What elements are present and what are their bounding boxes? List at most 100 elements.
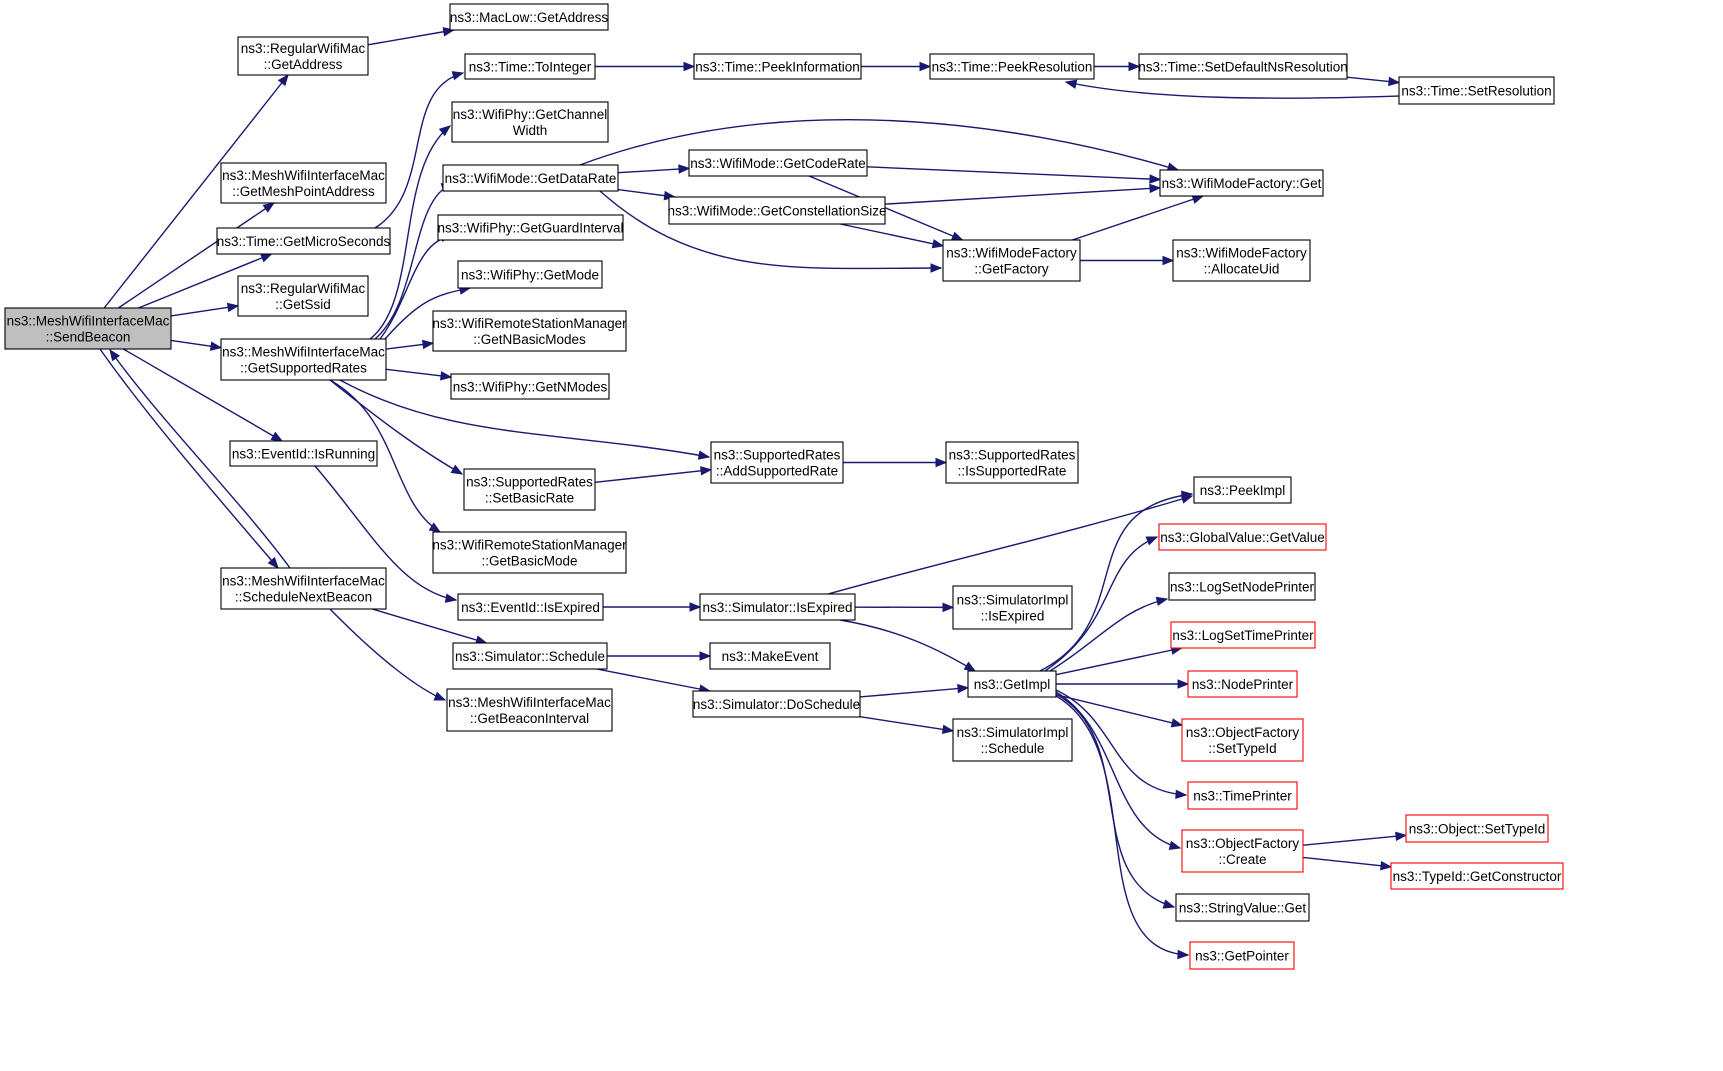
node-box [457, 260, 603, 289]
edge-wifimode_getdatarate-to-wifimode_getconstellationsize [617, 188, 676, 201]
node-wrsm-getnbasicmodes[interactable]: ns3::WifiRemoteStationManager::GetNBasic… [432, 310, 627, 352]
node-label: ns3::PeekImpl [1200, 483, 1286, 498]
node-label: ns3::WifiRemoteStationManager [432, 538, 627, 553]
node-wifimodefactory-allocateuid[interactable]: ns3::WifiModeFactory::AllocateUid [1172, 239, 1311, 282]
node-label: ns3::ObjectFactory [1186, 836, 1300, 851]
node-label: ns3::GetImpl [974, 677, 1051, 692]
node-box [967, 670, 1057, 698]
node-time-getmicroseconds[interactable]: ns3::Time::GetMicroSeconds [216, 227, 391, 255]
node-label: ns3::TypeId::GetConstructor [1393, 869, 1562, 884]
node-sr-addsupportedrate[interactable]: ns3::SupportedRates::AddSupportedRate [710, 441, 844, 484]
node-label: ns3::MeshWifiInterfaceMac [7, 314, 170, 329]
node-time-peekresolution[interactable]: ns3::Time::PeekResolution [929, 53, 1095, 80]
node-wifiphy-getnmodes[interactable]: ns3::WifiPhy::GetNModes [450, 373, 610, 400]
edge-time_getmicroseconds-to-time_tointeger [374, 71, 465, 229]
node-wrsm-getbasicmode[interactable]: ns3::WifiRemoteStationManager::GetBasicM… [432, 531, 627, 574]
node-box [1181, 829, 1304, 873]
node-label: ns3::Time::PeekResolution [932, 60, 1093, 75]
edge-getimpl-to-nodeprinter [1056, 679, 1190, 689]
node-box [668, 196, 886, 225]
node-object-settypeid[interactable]: ns3::Object::SetTypeId [1405, 814, 1549, 843]
edge-mwim_getsupportedrates-to-wifiphy_getchannelwidth [369, 125, 452, 340]
node-box [451, 101, 609, 143]
edge-simulator_isexpired-to-getimpl [839, 619, 977, 672]
node-label: ns3::MacLow::GetAddress [450, 10, 609, 25]
node-box [220, 338, 387, 381]
edge-mwim_schedulenextbeacon-to-simulator_schedule [372, 608, 488, 645]
node-wifiphy-getguardinterval[interactable]: ns3::WifiPhy::GetGuardInterval [437, 214, 624, 241]
node-box [457, 593, 604, 621]
node-objectfactory-settypeid[interactable]: ns3::ObjectFactory::SetTypeId [1181, 718, 1304, 762]
node-typeid-getconstructor[interactable]: ns3::TypeId::GetConstructor [1390, 862, 1564, 890]
node-mwim-getmeshpointaddress[interactable]: ns3::MeshWifiInterfaceMac::GetMeshPointA… [220, 162, 387, 204]
node-time-peekinformation[interactable]: ns3::Time::PeekInformation [693, 53, 862, 80]
edge-mwim_getsupportedrates-to-wrsm_getnbasicmodes [385, 339, 435, 350]
node-simulator-doschedule[interactable]: ns3::Simulator::DoSchedule [692, 690, 861, 718]
edge-getimpl-to-stringvalue_get [1055, 693, 1176, 909]
node-simimpl-isexpired[interactable]: ns3::SimulatorImpl::IsExpired [952, 585, 1073, 630]
node-send-beacon[interactable]: ns3::MeshWifiInterfaceMac::SendBeacon [4, 307, 172, 350]
node-box [442, 164, 619, 192]
node-logsetnodeprinter[interactable]: ns3::LogSetNodePrinter [1168, 572, 1316, 601]
node-box [1158, 523, 1327, 551]
node-mwim-getbeaconinterval[interactable]: ns3::MeshWifiInterfaceMac::GetBeaconInte… [446, 688, 613, 732]
node-objectfactory-create[interactable]: ns3::ObjectFactory::Create [1181, 829, 1304, 873]
edge-sr_setbasicrate-to-sr_addsupportedrate [594, 466, 713, 484]
node-wifimodefactory-get[interactable]: ns3::WifiModeFactory::Get [1159, 169, 1324, 197]
node-box [1189, 941, 1295, 970]
node-peekimpl[interactable]: ns3::PeekImpl [1193, 476, 1292, 504]
node-mwim-getsupportedrates[interactable]: ns3::MeshWifiInterfaceMac::GetSupportedR… [220, 338, 387, 381]
node-maclow-getaddress[interactable]: ns3::MacLow::GetAddress [449, 3, 609, 31]
node-logsettimeprinter[interactable]: ns3::LogSetTimePrinter [1170, 621, 1316, 649]
node-wifimode-getcoderate[interactable]: ns3::WifiMode::GetCodeRate [688, 149, 868, 177]
node-getimpl[interactable]: ns3::GetImpl [967, 670, 1057, 698]
edge-getimpl-to-objectfactory_settypeid [1055, 694, 1184, 728]
node-label: ns3::Time::ToInteger [469, 60, 592, 75]
node-time-setdefaultnsresolution[interactable]: ns3::Time::SetDefaultNsResolution [1138, 53, 1348, 80]
node-wifiphy-getmode[interactable]: ns3::WifiPhy::GetMode [457, 260, 603, 289]
node-sr-setbasicrate[interactable]: ns3::SupportedRates::SetBasicRate [463, 468, 596, 511]
edge-getimpl-to-objectfactory_create [1055, 691, 1182, 850]
node-label: ::SendBeacon [46, 330, 131, 345]
node-sr-issupportedrate[interactable]: ns3::SupportedRates::IsSupportedRate [945, 441, 1079, 484]
node-label: ::GetFactory [974, 262, 1049, 277]
node-globalvalue-getvalue[interactable]: ns3::GlobalValue::GetValue [1158, 523, 1327, 551]
node-box [229, 440, 378, 467]
node-simimpl-schedule[interactable]: ns3::SimulatorImpl::Schedule [952, 718, 1073, 762]
node-timeprinter[interactable]: ns3::TimePrinter [1187, 781, 1298, 810]
node-simulator-schedule[interactable]: ns3::Simulator::Schedule [452, 642, 608, 670]
node-nodeprinter[interactable]: ns3::NodePrinter [1187, 670, 1298, 698]
node-mwim-schedulenextbeacon[interactable]: ns3::MeshWifiInterfaceMac::ScheduleNextB… [220, 567, 387, 610]
node-eventid-isrunning[interactable]: ns3::EventId::IsRunning [229, 440, 378, 467]
edge-getimpl-to-timeprinter [1055, 689, 1188, 800]
node-eventid-isexpired[interactable]: ns3::EventId::IsExpired [457, 593, 604, 621]
node-box [1193, 476, 1292, 504]
node-time-tointeger[interactable]: ns3::Time::ToInteger [464, 53, 596, 80]
node-box [450, 373, 610, 400]
node-box [464, 53, 596, 80]
node-rwm-getssid[interactable]: ns3::RegularWifiMac::GetSsid [237, 275, 369, 317]
edge-wifimode_getconstellationsize-to-wifimodefactory_getfactory [840, 223, 945, 249]
node-time-setresolution[interactable]: ns3::Time::SetResolution [1398, 76, 1555, 105]
node-getpointer[interactable]: ns3::GetPointer [1189, 941, 1295, 970]
edge-mwim_getsupportedrates-to-sr_setbasicrate [329, 379, 464, 475]
node-label: ns3::SupportedRates [714, 448, 841, 463]
node-label: ::SetBasicRate [485, 491, 574, 506]
node-rwm-getaddress[interactable]: ns3::RegularWifiMac::GetAddress [237, 36, 369, 76]
node-label: ns3::Simulator::DoSchedule [693, 697, 860, 712]
node-label: ns3::MeshWifiInterfaceMac [222, 345, 385, 360]
node-stringvalue-get[interactable]: ns3::StringValue::Get [1175, 893, 1310, 922]
node-box [449, 3, 609, 31]
edge-send_beacon-to-mwim_getmeshpointaddress [117, 202, 275, 309]
node-wifimodefactory-getfactory[interactable]: ns3::WifiModeFactory::GetFactory [942, 239, 1081, 282]
node-simulator-isexpired[interactable]: ns3::Simulator::IsExpired [699, 593, 856, 621]
node-wifimode-getconstellationsize[interactable]: ns3::WifiMode::GetConstellationSize [667, 196, 887, 225]
node-wifimode-getdatarate[interactable]: ns3::WifiMode::GetDataRate [442, 164, 619, 192]
node-box [942, 239, 1081, 282]
node-box [1398, 76, 1555, 105]
node-box [929, 53, 1095, 80]
node-label: ns3::GlobalValue::GetValue [1160, 530, 1325, 545]
node-makeevent[interactable]: ns3::MakeEvent [709, 642, 831, 670]
node-box [237, 36, 369, 76]
